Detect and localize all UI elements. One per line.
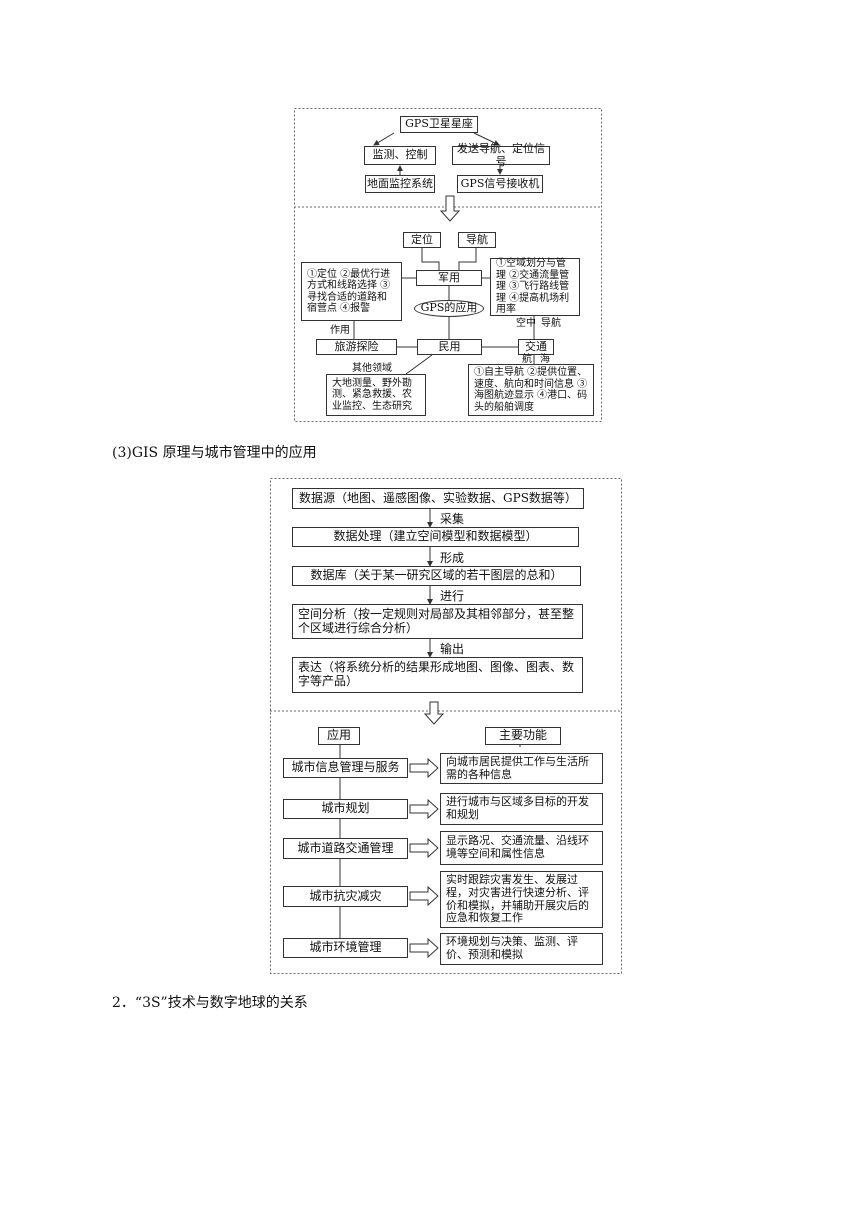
gis-diagram-lines <box>270 478 622 974</box>
tourism-functions-box: ①定位 ②最优行进方式和线路选择 ③寻找合适的道路和宿营点 ④报警 <box>301 262 402 321</box>
output-label: 输出 <box>440 642 465 656</box>
air-label: 空中 <box>516 318 536 329</box>
func-row-3: 显示路况、交通流量、沿线环境等空间和属性信息 <box>440 831 603 865</box>
gps-receiver-box: GPS信号接收机 <box>457 175 543 193</box>
traffic-box: 交通 <box>518 339 554 355</box>
func-row-4: 实时跟踪灾害发生、发展过程，对灾害进行快速分析、评价和模拟，并辅助开展灾后的应急… <box>440 871 603 928</box>
app-row-1: 城市信息管理与服务 <box>283 758 408 778</box>
sea-label: 海 <box>540 354 550 365</box>
gps-diagram: GPS卫星星座 监测、控制 发送导航、定位信号 地面监控系统 GPS信号接收机 … <box>294 108 602 422</box>
gps-application-ellipse: GPS的应用 <box>414 300 484 317</box>
tourism-box: 旅游探险 <box>316 339 397 355</box>
expression-box: 表达（将系统分析的结果形成地图、图像、图表、数字等产品） <box>292 657 583 693</box>
gis-row-arrows <box>409 757 439 959</box>
sea-functions-box: ①自主导航 ②提供位置、速度、航向和时间信息 ③海图航迹显示 ④港口、码头的船舶… <box>468 364 594 416</box>
data-processing-box: 数据处理（建立空间模型和数据模型） <box>292 527 579 547</box>
air-functions-box: ①空域划分与管理 ②交通流量管理 ③飞行路线管理 ④提高机场利用率 <box>490 258 580 316</box>
military-box: 军用 <box>416 270 482 286</box>
other-fields-label: 其他领域 <box>352 363 392 374</box>
shipping-label: 航 <box>522 354 532 365</box>
monitor-control-box: 监测、控制 <box>364 146 436 165</box>
ground-control-box: 地面监控系统 <box>365 175 435 193</box>
caption-3s: 2．“3S”技术与数字地球的关系 <box>112 995 308 1011</box>
func-row-5: 环境规划与决策、监测、评价、预测和模拟 <box>440 933 603 965</box>
func-row-1: 向城市居民提供工作与生活所需的各种信息 <box>440 753 603 784</box>
gps-diagram-lines <box>294 108 602 422</box>
gps-constellation-box: GPS卫星星座 <box>400 116 478 133</box>
positioning-box: 定位 <box>403 232 441 248</box>
caption-gis: (3)GIS 原理与城市管理中的应用 <box>112 445 317 461</box>
role-label: 作用 <box>330 325 350 336</box>
civil-box: 民用 <box>417 339 482 355</box>
app-row-2: 城市规划 <box>283 799 408 819</box>
database-box: 数据库（关于某一研究区域的若干图层的总和） <box>292 566 581 586</box>
data-source-box: 数据源（地图、遥感图像、实验数据、GPS数据等） <box>292 488 584 509</box>
send-signal-box: 发送导航、定位信号 <box>452 142 550 167</box>
func-row-2: 进行城市与区域多目标的开发和规划 <box>440 793 603 825</box>
gis-diagram: 数据源（地图、遥感图像、实验数据、GPS数据等） 采集 数据处理（建立空间模型和… <box>270 478 622 974</box>
other-fields-box: 大地测量、野外勘测、紧急救援、农业监控、生态研究 <box>326 374 426 416</box>
app-row-3: 城市道路交通管理 <box>283 838 408 859</box>
application-header: 应用 <box>318 727 360 745</box>
spatial-analysis-box: 空间分析（按一定规则对局部及其相邻部分，甚至整个区域进行综合分析） <box>292 604 583 639</box>
app-row-4: 城市抗灾减灾 <box>283 886 408 907</box>
form-label: 形成 <box>440 551 465 565</box>
function-header: 主要功能 <box>485 727 561 745</box>
air-nav-label: 导航 <box>541 318 561 329</box>
navigation-box: 导航 <box>458 232 496 248</box>
collect-label: 采集 <box>440 512 465 526</box>
conduct-label: 进行 <box>440 589 465 603</box>
app-row-5: 城市环境管理 <box>283 938 408 958</box>
